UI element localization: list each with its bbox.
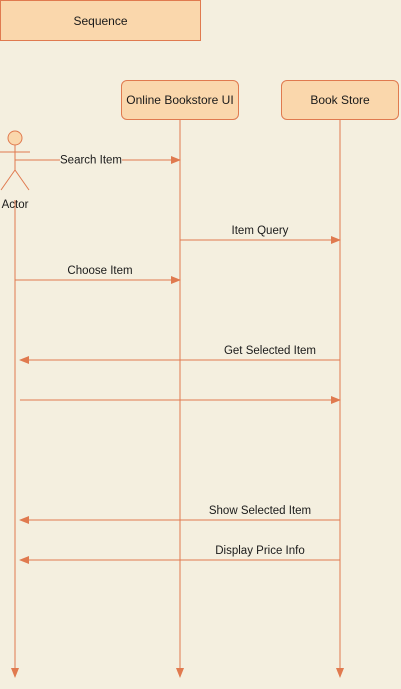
diagram-title: Sequence	[0, 0, 201, 41]
actor-leg-right	[14, 169, 30, 191]
message-search-item-label: Search Item	[60, 155, 122, 167]
actor-figure[interactable]	[0, 130, 30, 191]
participant-online-bookstore-ui[interactable]: Online Bookstore UI	[121, 80, 239, 120]
participant-label: Online Bookstore UI	[126, 93, 234, 107]
message-choose-item-label: Choose Item	[67, 265, 132, 277]
message-show-selected-item-label: Show Selected Item	[209, 505, 311, 517]
actor-head	[7, 130, 23, 146]
message-get-selected-item-label: Get Selected Item	[224, 345, 316, 357]
participant-book-store[interactable]: Book Store	[281, 80, 399, 120]
message-item-query-label: Item Query	[232, 225, 289, 237]
message-search-item-label-bg	[60, 152, 122, 166]
actor-leg-left	[0, 169, 16, 191]
participant-label: Book Store	[310, 93, 370, 107]
message-display-price-info-label: Display Price Info	[215, 545, 304, 557]
